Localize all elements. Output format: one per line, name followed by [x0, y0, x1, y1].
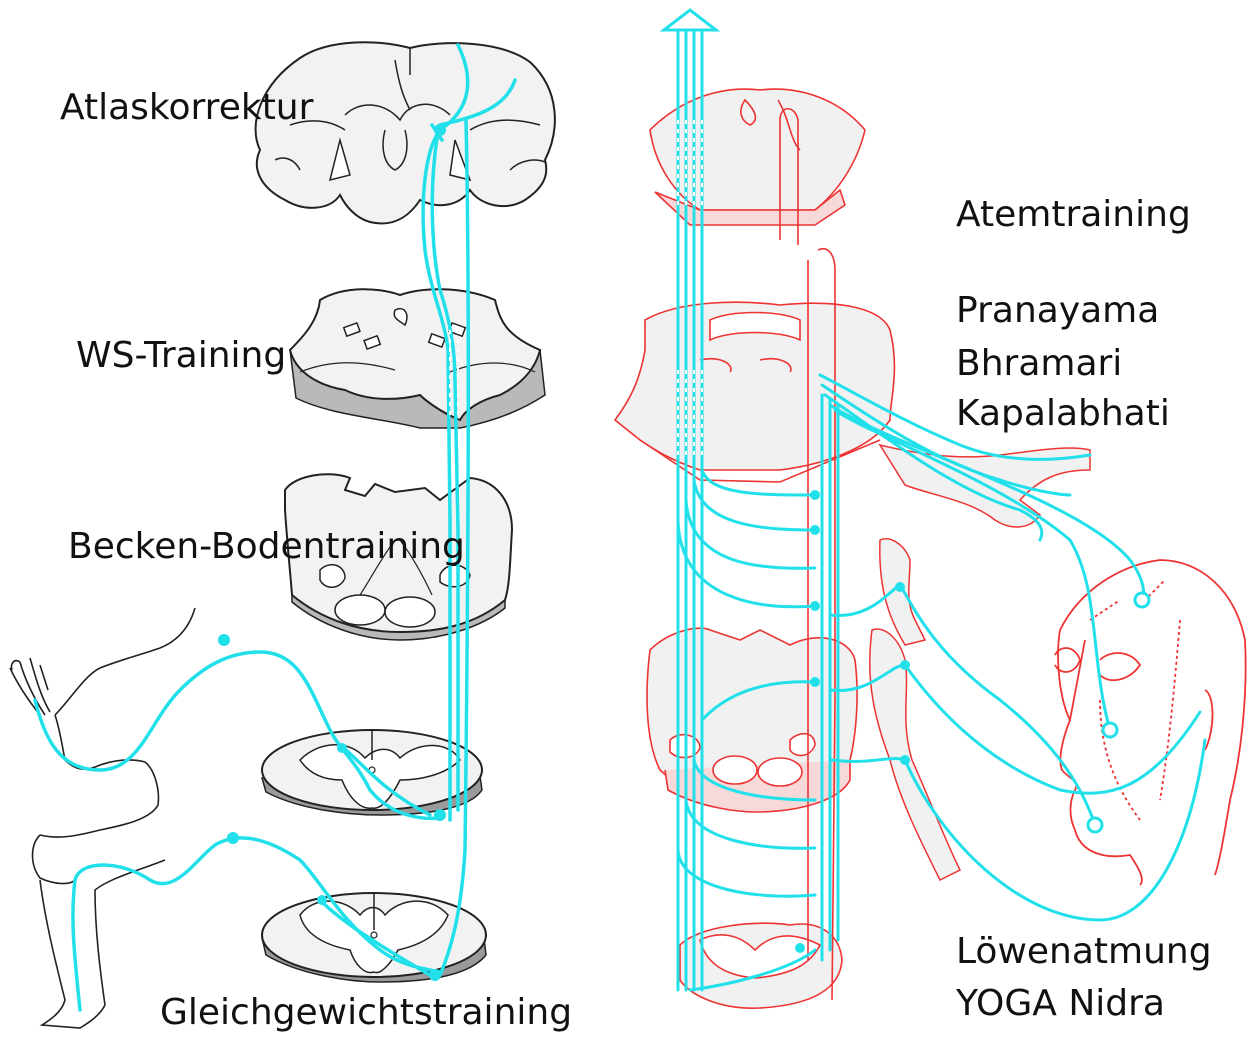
label-kapalabhati: Kapalabhati: [956, 393, 1170, 435]
label-gleichgewichtstraining: Gleichgewichtstraining: [160, 992, 572, 1034]
label-yoga-nidra: YOGA Nidra: [956, 983, 1165, 1025]
label-ws-training: WS-Training: [76, 335, 286, 377]
brain-coronal-section: [256, 42, 555, 223]
label-atlaskorrektur: Atlaskorrektur: [60, 87, 313, 129]
medulla-section-left: [290, 289, 545, 428]
face-outline: [1055, 560, 1246, 885]
label-loewenatmung: Löwenatmung: [956, 931, 1212, 973]
label-atemtraining: Atemtraining: [956, 194, 1191, 236]
label-bhramari: Bhramari: [956, 343, 1122, 385]
brainstem-stack-right: [615, 89, 894, 1008]
label-pranayama: Pranayama: [956, 290, 1159, 332]
ascending-arrow-head: [664, 10, 716, 30]
human-figure-outline: [10, 608, 195, 1028]
label-becken-bodentraining: Becken-Bodentraining: [68, 526, 465, 568]
face-receptor-circles: [1088, 593, 1149, 832]
